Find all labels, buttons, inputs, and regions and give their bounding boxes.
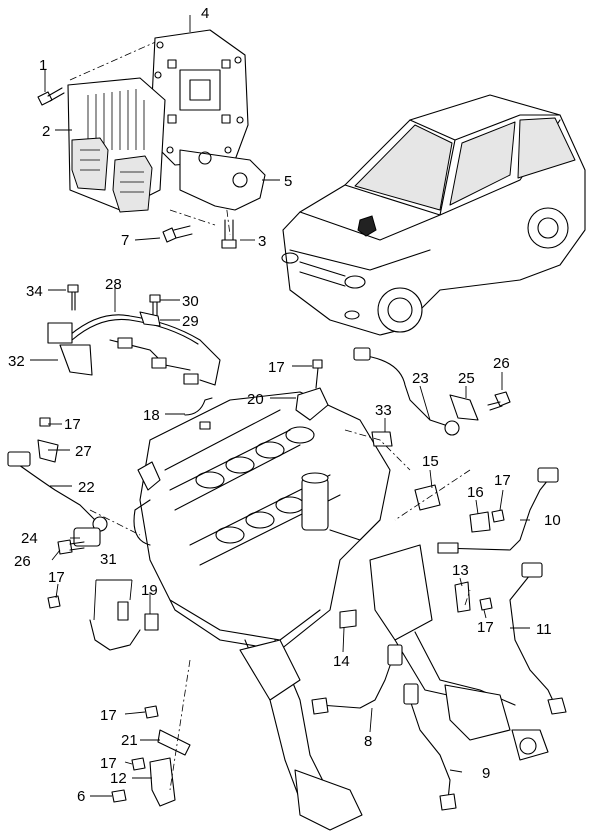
- part-number-21[interactable]: 21: [121, 732, 138, 749]
- part-number-17-f[interactable]: 17: [100, 707, 117, 724]
- part-number-17-e[interactable]: 17: [477, 619, 494, 636]
- leader-lines: [30, 15, 530, 797]
- ecu-lower-bracket: [179, 149, 266, 211]
- part-number-34[interactable]: 34: [26, 283, 43, 300]
- engine-location-marker: [357, 215, 377, 237]
- exhaust-system: [239, 544, 549, 831]
- part-number-17-b[interactable]: 17: [64, 416, 81, 433]
- part-number-5[interactable]: 5: [284, 173, 292, 190]
- part-number-14[interactable]: 14: [333, 653, 350, 670]
- wiring-harness: [47, 284, 221, 386]
- part-number-8[interactable]: 8: [364, 733, 372, 750]
- part-number-1[interactable]: 1: [39, 57, 47, 74]
- part-number-16[interactable]: 16: [467, 484, 484, 501]
- part-number-26-a[interactable]: 26: [493, 355, 510, 372]
- part-number-6[interactable]: 6: [77, 788, 85, 805]
- part-number-13[interactable]: 13: [452, 562, 469, 579]
- part-number-9[interactable]: 9: [482, 765, 490, 782]
- part-number-28[interactable]: 28: [105, 276, 122, 293]
- part-number-15[interactable]: 15: [422, 453, 439, 470]
- part-number-22[interactable]: 22: [78, 479, 95, 496]
- part-number-callouts: 1 2 4 5 3 7 28 34 30 29 32 17 20 18 23 2…: [8, 5, 561, 805]
- part-number-4[interactable]: 4: [201, 5, 209, 22]
- part-number-27[interactable]: 27: [75, 443, 92, 460]
- part-number-17-g[interactable]: 17: [100, 755, 117, 772]
- part-number-33[interactable]: 33: [375, 402, 392, 419]
- part-number-23[interactable]: 23: [412, 370, 429, 387]
- vehicle-illustration: [281, 94, 586, 336]
- part-number-17-d[interactable]: 17: [494, 472, 511, 489]
- part-number-24[interactable]: 24: [21, 530, 38, 547]
- part-number-12[interactable]: 12: [110, 770, 127, 787]
- engine-block: [133, 391, 391, 651]
- part-number-18[interactable]: 18: [143, 407, 160, 424]
- part-number-30[interactable]: 30: [182, 293, 199, 310]
- part-number-3[interactable]: 3: [258, 233, 266, 250]
- part-number-25[interactable]: 25: [458, 370, 475, 387]
- part-number-11[interactable]: 11: [536, 621, 552, 638]
- bolt-3: [221, 219, 237, 249]
- part-number-32[interactable]: 32: [8, 353, 25, 370]
- sensors: [7, 347, 567, 811]
- part-number-31[interactable]: 31: [100, 551, 117, 568]
- part-number-7[interactable]: 7: [121, 232, 129, 249]
- bolt-1: [37, 87, 65, 106]
- part-number-20[interactable]: 20: [247, 391, 264, 408]
- part-number-2[interactable]: 2: [42, 123, 50, 140]
- part-number-10[interactable]: 10: [544, 512, 561, 529]
- part-number-17-a[interactable]: 17: [268, 359, 285, 376]
- part-number-26-b[interactable]: 26: [14, 553, 31, 570]
- part-number-19[interactable]: 19: [141, 582, 158, 599]
- part-number-29[interactable]: 29: [182, 313, 199, 330]
- part-number-17-c[interactable]: 17: [48, 569, 65, 586]
- ecu-assembly: [37, 29, 266, 249]
- bolt-7: [162, 225, 193, 243]
